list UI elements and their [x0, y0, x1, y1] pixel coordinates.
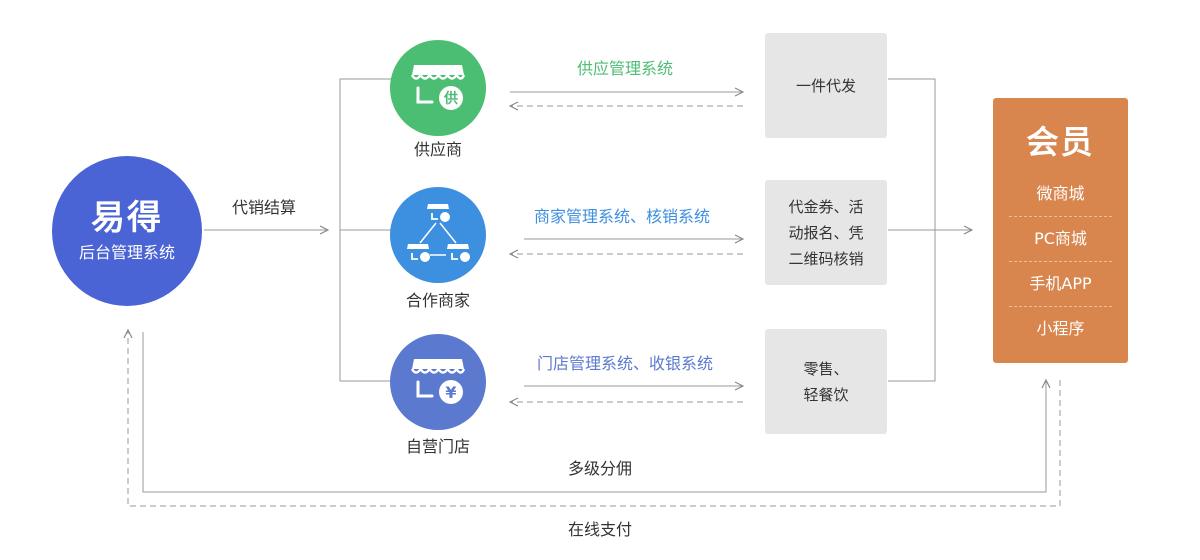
- shop-network-icon: [407, 204, 470, 262]
- box-line: 一件代发: [795, 76, 856, 95]
- member-divider: [1009, 306, 1112, 307]
- supplier-node: 供: [390, 40, 486, 136]
- flow-label: 代销结算: [231, 198, 296, 217]
- partner-label: 合作商家: [405, 291, 470, 310]
- online-payment-label: 在线支付: [567, 520, 632, 539]
- member-item-mobile-app: 手机APP: [1029, 274, 1092, 293]
- member-divider: [1009, 261, 1112, 262]
- main-title: 易得: [91, 198, 163, 238]
- box-line: 二维码核销: [788, 249, 864, 268]
- member-item-pc-mall: PC商城: [1034, 229, 1087, 248]
- box-line: 零售、: [803, 359, 849, 378]
- store-service-box: 零售、 轻餐饮: [765, 329, 887, 434]
- supplier-channel-label: 供应管理系统: [576, 59, 673, 78]
- box-line: 轻餐饮: [803, 385, 849, 404]
- partner-channel-label: 商家管理系统、核销系统: [533, 207, 710, 226]
- member-item-mini-program: 小程序: [1036, 319, 1085, 338]
- member-item-mini-mall: 微商城: [1036, 184, 1085, 203]
- shop-icon: 供: [410, 65, 466, 110]
- partner-node: [390, 187, 486, 283]
- partner-service-box: 代金券、活 动报名、凭 二维码核销: [765, 180, 887, 285]
- store-badge: ¥: [445, 383, 456, 402]
- main-system-circle: 易得 后台管理系统: [52, 156, 202, 306]
- shop-yen-icon: ¥: [410, 359, 466, 404]
- box-line: 动报名、凭: [788, 223, 864, 242]
- supplier-service-box: 一件代发: [765, 33, 887, 138]
- store-node: ¥: [390, 334, 486, 430]
- supplier-label: 供应商: [413, 140, 462, 159]
- member-divider: [1009, 216, 1112, 217]
- store-channel-label: 门店管理系统、收银系统: [536, 354, 713, 373]
- supplier-badge: 供: [443, 90, 458, 107]
- main-subtitle: 后台管理系统: [78, 243, 175, 262]
- multilevel-commission-label: 多级分佣: [567, 459, 632, 478]
- member-title: 会员: [1026, 123, 1095, 161]
- member-panel: 会员 微商城 PC商城 手机APP 小程序: [993, 98, 1128, 363]
- box-line: 代金券、活: [788, 197, 864, 216]
- store-label: 自营门店: [405, 437, 470, 456]
